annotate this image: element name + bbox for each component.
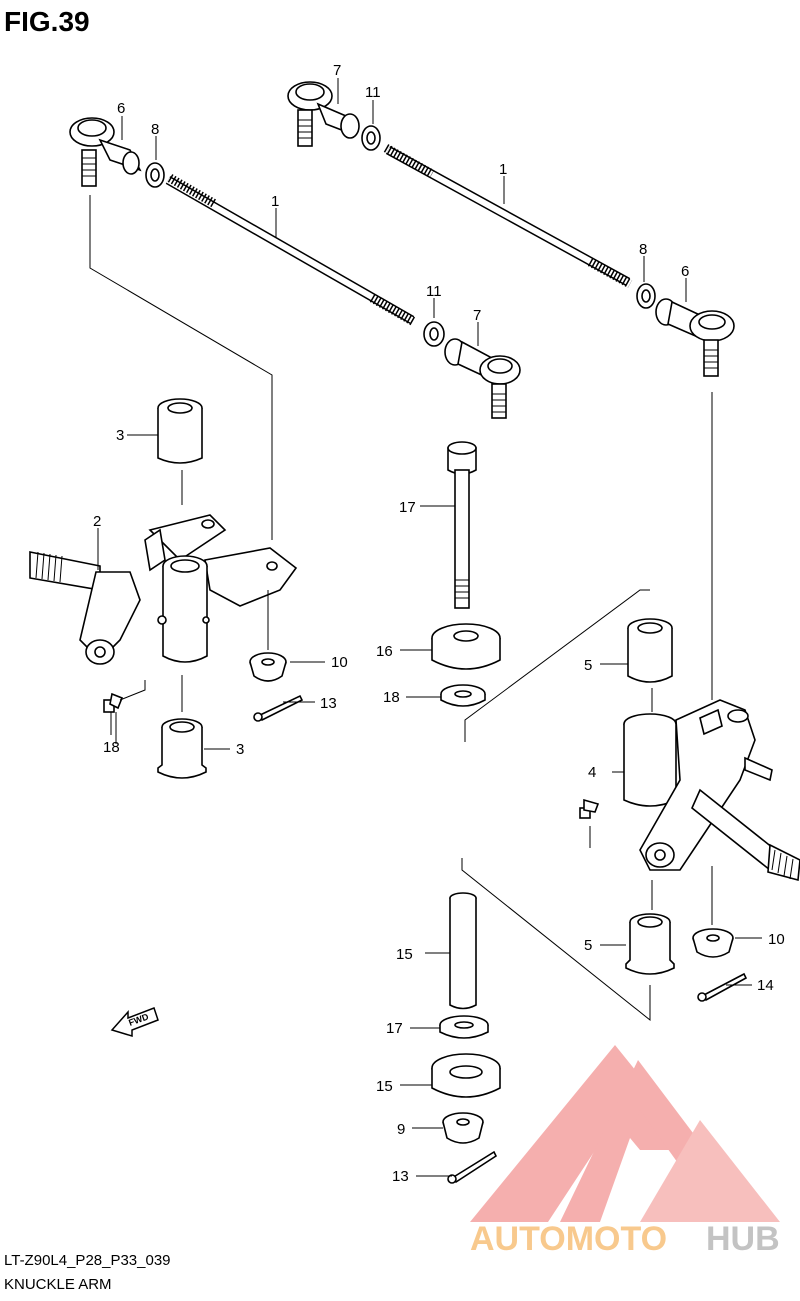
callout-6-left: 6	[117, 100, 125, 117]
castle-nut-9	[442, 1112, 484, 1144]
spacer-14	[449, 892, 477, 1010]
nut-11-right	[361, 125, 381, 151]
callout-15-top: 16	[376, 643, 393, 660]
knuckle-arm-4	[623, 699, 800, 882]
bushing-3-top	[157, 398, 203, 464]
nut-8-left	[145, 162, 165, 188]
lower-center-stack	[400, 858, 651, 1184]
tie-rod-assembly-left	[69, 116, 521, 540]
callout-3-bottom: 3	[236, 741, 244, 758]
callout-17-top: 18	[383, 689, 400, 706]
washer-17-bottom	[439, 1015, 489, 1039]
callout-10-right: 10	[768, 931, 785, 948]
nut-11-left	[423, 321, 445, 347]
callout-11-right: 11	[365, 84, 381, 101]
tie-rod-end-6-right	[655, 298, 735, 377]
cotter-pin-13-right	[697, 972, 748, 1002]
callout-8-left: 8	[151, 121, 159, 138]
cotter-pin-13-left	[253, 694, 304, 722]
callout-5-top: 5	[584, 657, 592, 674]
callout-10-left: 10	[331, 654, 348, 671]
bushing-3-bottom	[157, 718, 207, 779]
watermark-brand-part1: AUTOMOTO	[470, 1220, 667, 1258]
tie-rod-end-6-left	[69, 117, 142, 187]
washer-15-top	[431, 623, 501, 670]
figure-title: FIG.39	[4, 6, 90, 37]
watermark-brand-part2: HUB	[706, 1220, 780, 1258]
bolt-16	[447, 441, 477, 609]
grease-nipple-18-right	[579, 798, 600, 819]
callout-13-right: 14	[757, 977, 774, 994]
callout-7-left: 7	[473, 307, 481, 324]
callout-14: 15	[396, 946, 413, 963]
washer-15-bottom	[431, 1053, 501, 1098]
bushing-5-top	[627, 618, 673, 683]
watermark-logo: AUTOMOTO HUB	[470, 1045, 780, 1258]
callout-8-right: 8	[639, 241, 647, 258]
castle-nut-10-left	[249, 652, 287, 682]
cotter-pin-12	[447, 1150, 498, 1184]
tie-rod-assembly-right	[287, 78, 735, 700]
washer-17-top	[440, 684, 486, 707]
callout-1-left: 1	[271, 193, 279, 210]
callout-17-bottom: 17	[386, 1020, 403, 1037]
castle-nut-10-right	[692, 928, 734, 958]
callout-12: 13	[392, 1168, 409, 1185]
callout-4: 4	[588, 764, 596, 781]
tie-rod-end-7-right	[287, 81, 360, 147]
center-bolt-stack	[400, 441, 650, 742]
callout-1-right: 1	[499, 161, 507, 178]
callout-6-right: 6	[681, 263, 689, 280]
knuckle-arm-2	[29, 514, 298, 665]
tie-rod-end-7-left	[444, 338, 521, 419]
nut-8-right	[636, 283, 656, 309]
bushing-5-bottom	[625, 913, 675, 975]
callout-3-top: 3	[116, 427, 124, 444]
callout-7-right: 7	[333, 62, 341, 79]
diagram-name: KNUCKLE ARM	[4, 1276, 112, 1293]
callout-2: 2	[93, 513, 101, 530]
callout-5-bottom: 5	[584, 937, 592, 954]
fwd-arrow-icon: FWD	[110, 1007, 159, 1038]
callout-16: 17	[399, 499, 416, 516]
grease-nipple-18-left	[103, 680, 146, 735]
knuckle-assembly-right	[579, 618, 800, 1002]
callout-11-left: 11	[426, 283, 442, 300]
knuckle-assembly-left	[29, 398, 325, 779]
callout-18-left: 18	[103, 739, 120, 756]
callout-labels: 6 8 1 11 7 7 11 1 8 6 3 2 17 16 10 18 13…	[93, 62, 785, 1185]
callout-9: 9	[397, 1121, 405, 1138]
callout-13-left: 13	[320, 695, 337, 712]
rod-thread-left	[167, 174, 417, 326]
callout-15-bottom: 15	[376, 1078, 393, 1095]
diagram-code: LT-Z90L4_P28_P33_039	[4, 1252, 171, 1269]
